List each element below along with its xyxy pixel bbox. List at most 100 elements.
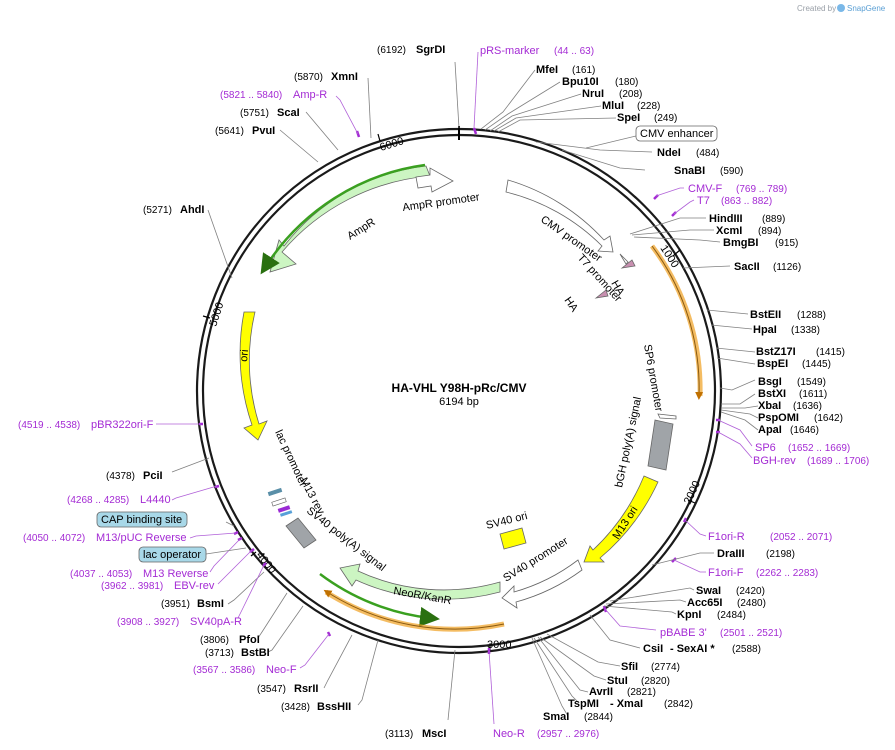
ampr-green-line	[260, 163, 426, 275]
created-by-text: Created by	[797, 4, 836, 13]
enzyme-pos: (1646)	[790, 425, 819, 436]
enzyme-labels: (6192) SgrDI MfeI (161) Bpu10I (180) Nru…	[106, 44, 845, 740]
enzyme-pos: (2820)	[641, 676, 670, 687]
enzyme-name: SnaBI	[674, 165, 705, 177]
plasmid-size: 6194 bp	[439, 396, 479, 408]
enzyme-pos: (1126)	[773, 262, 801, 273]
primer-name: M13/pUC Reverse	[96, 532, 186, 544]
lac-operator-leader	[205, 547, 247, 555]
enzyme-name: SmaI	[543, 711, 569, 723]
primer-range: (44 .. 63)	[554, 46, 594, 57]
enzyme-name: XmnI	[331, 71, 358, 83]
enzyme-name: Acc65I	[687, 597, 722, 609]
cmv-promoter-arrow[interactable]	[505, 179, 614, 253]
primer-name: SV40pA-R	[190, 616, 242, 628]
primer-name: F1ori-F	[708, 567, 744, 579]
t7-promoter-arrow[interactable]	[619, 253, 629, 265]
primer-range: (4519 .. 4538)	[18, 420, 80, 431]
enzyme-name: DraIII	[717, 548, 745, 560]
ha-tag-2[interactable]	[594, 289, 609, 299]
enzyme-pos: (894)	[758, 226, 781, 237]
enzyme-pos: (590)	[720, 166, 743, 177]
enzyme-pos: (3547)	[257, 684, 286, 695]
m13-ori-arrow[interactable]	[583, 475, 659, 563]
tick-6000	[377, 133, 381, 142]
cmv-promoter-label: CMV promoter	[538, 214, 604, 265]
lac-operator-box[interactable]	[138, 546, 207, 563]
primer-name: pRS-marker	[480, 45, 540, 57]
snapgene-brand: SnapGene	[847, 4, 886, 13]
sp6-promoter-arrow[interactable]	[657, 413, 677, 420]
primer-name: Neo-F	[266, 664, 297, 676]
primer-name: SP6	[755, 442, 776, 454]
lac-operator-feature[interactable]	[277, 505, 291, 513]
tick-1000	[672, 249, 681, 257]
tick-label-6000: 6000	[378, 135, 405, 154]
bgh-feature-box[interactable]	[647, 419, 674, 471]
enzyme-name: Bpu10I	[562, 76, 599, 88]
enzyme-pos: (2844)	[584, 712, 613, 723]
enzyme-pos: (6192)	[377, 45, 406, 56]
tick-label-3000: 3000	[487, 639, 511, 651]
enzyme-name: PspOMI	[758, 412, 799, 424]
lac-promoter-feature[interactable]	[271, 497, 287, 507]
primer-range: (2957 .. 2976)	[537, 729, 599, 740]
enzyme-pos: (3113)	[385, 729, 413, 740]
neor-green-line	[319, 573, 440, 627]
primer-name: F1ori-R	[708, 531, 745, 543]
ampr-feature-arrow[interactable]	[269, 165, 431, 273]
enzyme-name: KpnI	[677, 609, 701, 621]
primer-name: pBABE 3'	[660, 627, 707, 639]
enzyme-pos: (2821)	[627, 687, 656, 698]
enzyme-pos: (4378)	[106, 471, 135, 482]
primer-range: (4268 .. 4285)	[67, 495, 129, 506]
enzyme-pos: (2480)	[737, 598, 766, 609]
tick-label-5000: 5000	[207, 301, 226, 328]
m13-rev-feature[interactable]	[267, 487, 283, 497]
enzyme-pos: (1445)	[802, 359, 831, 370]
sv40-ori-box[interactable]	[499, 527, 527, 550]
sv40-polya-box[interactable]	[285, 517, 317, 549]
cmv-enhancer-label: CMV enhancer	[640, 128, 714, 140]
enzyme-name: BssHII	[317, 701, 351, 713]
primer-name: BGH-rev	[753, 455, 796, 467]
cap-binding-box[interactable]	[96, 511, 188, 528]
snapgene-logo-icon	[837, 4, 845, 12]
enzyme-name: BsgI	[758, 376, 782, 388]
enzyme-pos: (1415)	[816, 347, 845, 358]
ori-feature-arrow[interactable]	[239, 311, 268, 441]
enzyme-pos: (1338)	[791, 325, 820, 336]
enzyme-name: NdeI	[657, 147, 681, 159]
primer-leader-lines	[156, 51, 753, 725]
enzyme-name: BmgBI	[723, 237, 758, 249]
enzyme-pos: (180)	[615, 77, 638, 88]
enzyme-name: AhdI	[180, 204, 204, 216]
neor-feature-arrow[interactable]	[339, 563, 501, 600]
tick-label-4000: 4000	[254, 549, 279, 576]
enzyme-name: PfoI	[239, 634, 260, 646]
enzyme-pos: (484)	[696, 148, 719, 159]
sv40-promoter-arrow[interactable]	[501, 559, 583, 609]
cap-site-feature[interactable]	[279, 510, 293, 517]
enzyme-name: HindIII	[709, 213, 743, 225]
enzyme-name: CsiI	[643, 643, 663, 655]
enzyme-name: NruI	[582, 88, 604, 100]
enzyme-name: SwaI	[696, 585, 721, 597]
enzyme-pos: (2774)	[651, 662, 680, 673]
primer-name: pBR322ori-F	[91, 419, 154, 431]
ampr-promoter-label: AmpR promoter	[402, 191, 481, 214]
ampr-promoter-arrow[interactable]	[415, 167, 454, 193]
enzyme-pos: (1642)	[814, 413, 843, 424]
cmv-enhancer-box[interactable]	[635, 125, 718, 142]
cap-binding-leader	[225, 521, 235, 527]
enzyme-pos: (2420)	[736, 586, 765, 597]
tick-2000	[687, 499, 696, 504]
enzyme-pos: (2198)	[766, 549, 795, 560]
enzyme-pos: (2842)	[664, 699, 693, 710]
enzyme-pos: (3428)	[281, 702, 310, 713]
enzyme-pos: (5751)	[240, 108, 269, 119]
ha-tag-1[interactable]	[620, 259, 636, 269]
enzyme-pos: (249)	[654, 113, 677, 124]
lac-promoter-label: lac promoter	[272, 428, 309, 489]
primer-range: (1689 .. 1706)	[807, 456, 869, 467]
